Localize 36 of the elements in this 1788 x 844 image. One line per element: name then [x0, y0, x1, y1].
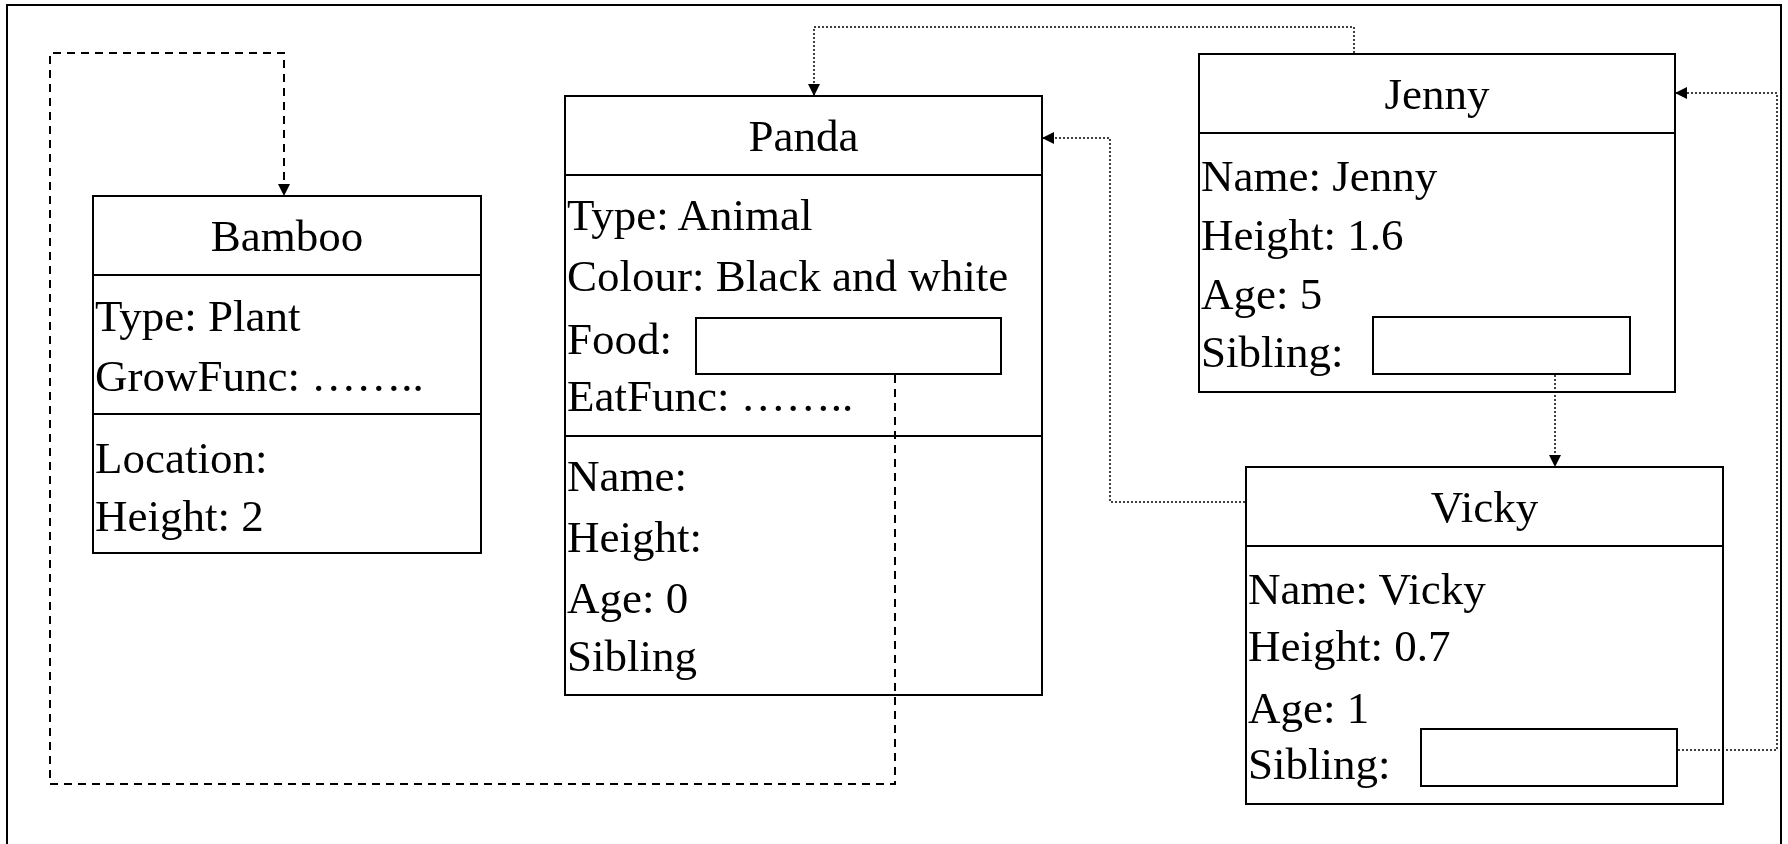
- connector-arrow: [1042, 132, 1246, 503]
- attribute-text: Type: Animal: [566, 189, 813, 242]
- connector-arrow: [808, 26, 1355, 96]
- class-box: [564, 95, 1043, 696]
- attribute-text: Height:: [566, 511, 702, 564]
- attribute-text: Colour: Black and white: [566, 250, 1009, 303]
- attribute-text: Sibling:: [1200, 326, 1344, 379]
- attribute-text: EatFunc: ……..: [566, 370, 854, 423]
- class-box: [92, 195, 482, 554]
- attribute-text: Sibling: [566, 630, 698, 683]
- attribute-text: Name: Vicky: [1247, 563, 1486, 616]
- class-box: [1245, 466, 1724, 805]
- attribute-text: Type: Plant: [94, 290, 301, 343]
- field-box: [1372, 316, 1631, 375]
- attribute-text: Age: 0: [566, 572, 689, 625]
- class-name: Vicky: [1429, 481, 1540, 534]
- attribute-text: Location:: [94, 432, 268, 485]
- attribute-text: Food:: [566, 313, 673, 366]
- attribute-text: Height: 0.7: [1247, 620, 1451, 673]
- class-name: Panda: [747, 110, 860, 163]
- attribute-text: Name: Jenny: [1200, 150, 1438, 203]
- attribute-text: Sibling:: [1247, 738, 1391, 791]
- attribute-text: Age: 1: [1247, 682, 1370, 735]
- class-name: Jenny: [1383, 68, 1491, 121]
- attribute-text: Name:: [566, 450, 687, 503]
- attribute-text: GrowFunc: ……..: [94, 350, 424, 403]
- field-box: [695, 317, 1002, 375]
- class-box: [1198, 53, 1676, 393]
- class-name: Bamboo: [209, 210, 365, 263]
- attribute-text: Height: 2: [94, 490, 264, 543]
- connector-arrow: [49, 52, 896, 785]
- connector-arrow: [1549, 374, 1561, 467]
- attribute-text: Age: 5: [1200, 268, 1323, 321]
- connector-arrow: [1675, 87, 1778, 751]
- field-box: [1420, 728, 1678, 787]
- attribute-text: Height: 1.6: [1200, 209, 1404, 262]
